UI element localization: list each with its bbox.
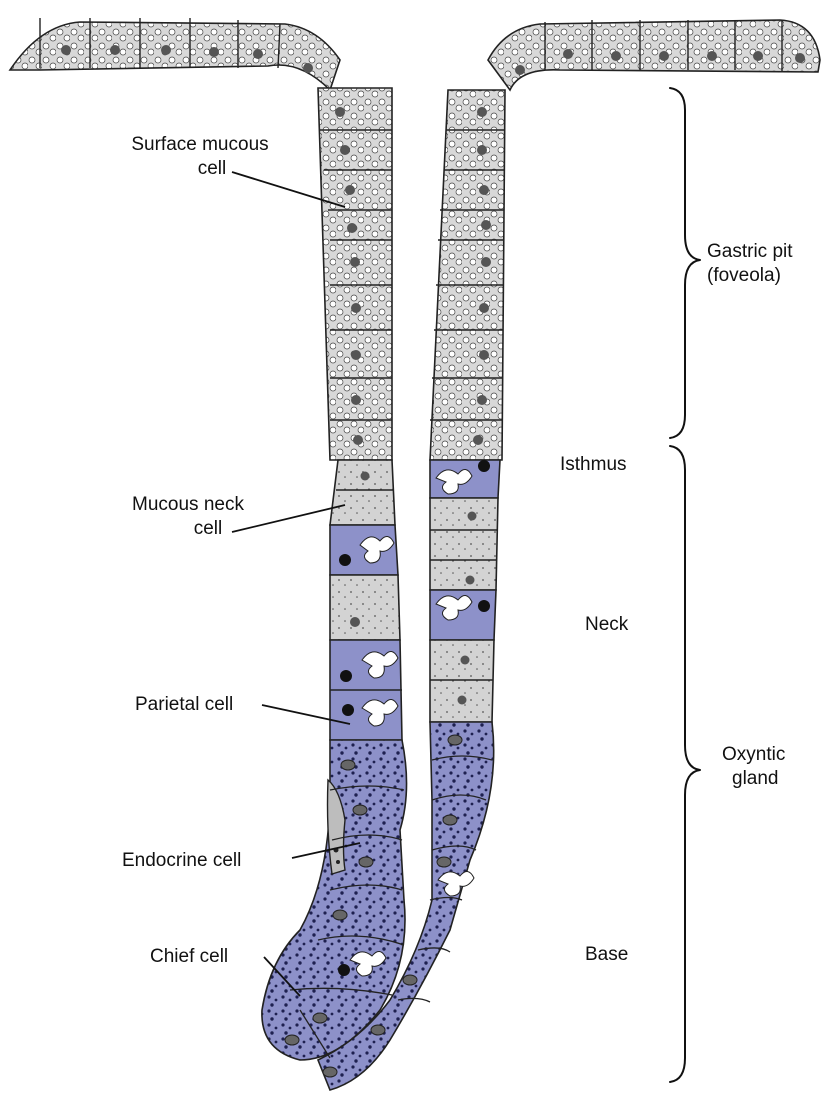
label-surface-mucous-line2: cell [198,158,227,179]
pit-left-wall [318,88,392,460]
label-isthmus: Isthmus [560,454,627,475]
label-gastric-pit-line1: Gastric pit [707,241,793,262]
label-oxyntic-line2: gland [732,768,779,789]
neck-left-wall [330,460,402,740]
brace-gastric-pit [670,88,700,438]
pit-right-wall [430,90,505,460]
surface-epithelium-right [488,20,820,90]
label-endocrine-cell: Endocrine cell [122,850,241,871]
label-gastric-pit-line2: (foveola) [707,265,781,286]
label-parietal-cell: Parietal cell [135,694,233,715]
surface-epithelium-left [10,18,340,90]
label-mucous-neck-line2: cell [194,518,223,539]
label-surface-mucous-line1: Surface mucous [131,134,268,155]
label-oxyntic-line1: Oxyntic [722,744,785,765]
label-mucous-neck-line1: Mucous neck [132,494,244,515]
base-gland [262,722,494,1090]
label-chief-cell: Chief cell [150,946,228,967]
label-base: Base [585,944,628,965]
leader-mucous-neck [232,505,345,532]
neck-right-wall [430,460,500,722]
label-neck: Neck [585,614,629,635]
brace-oxyntic-gland [670,446,700,1082]
